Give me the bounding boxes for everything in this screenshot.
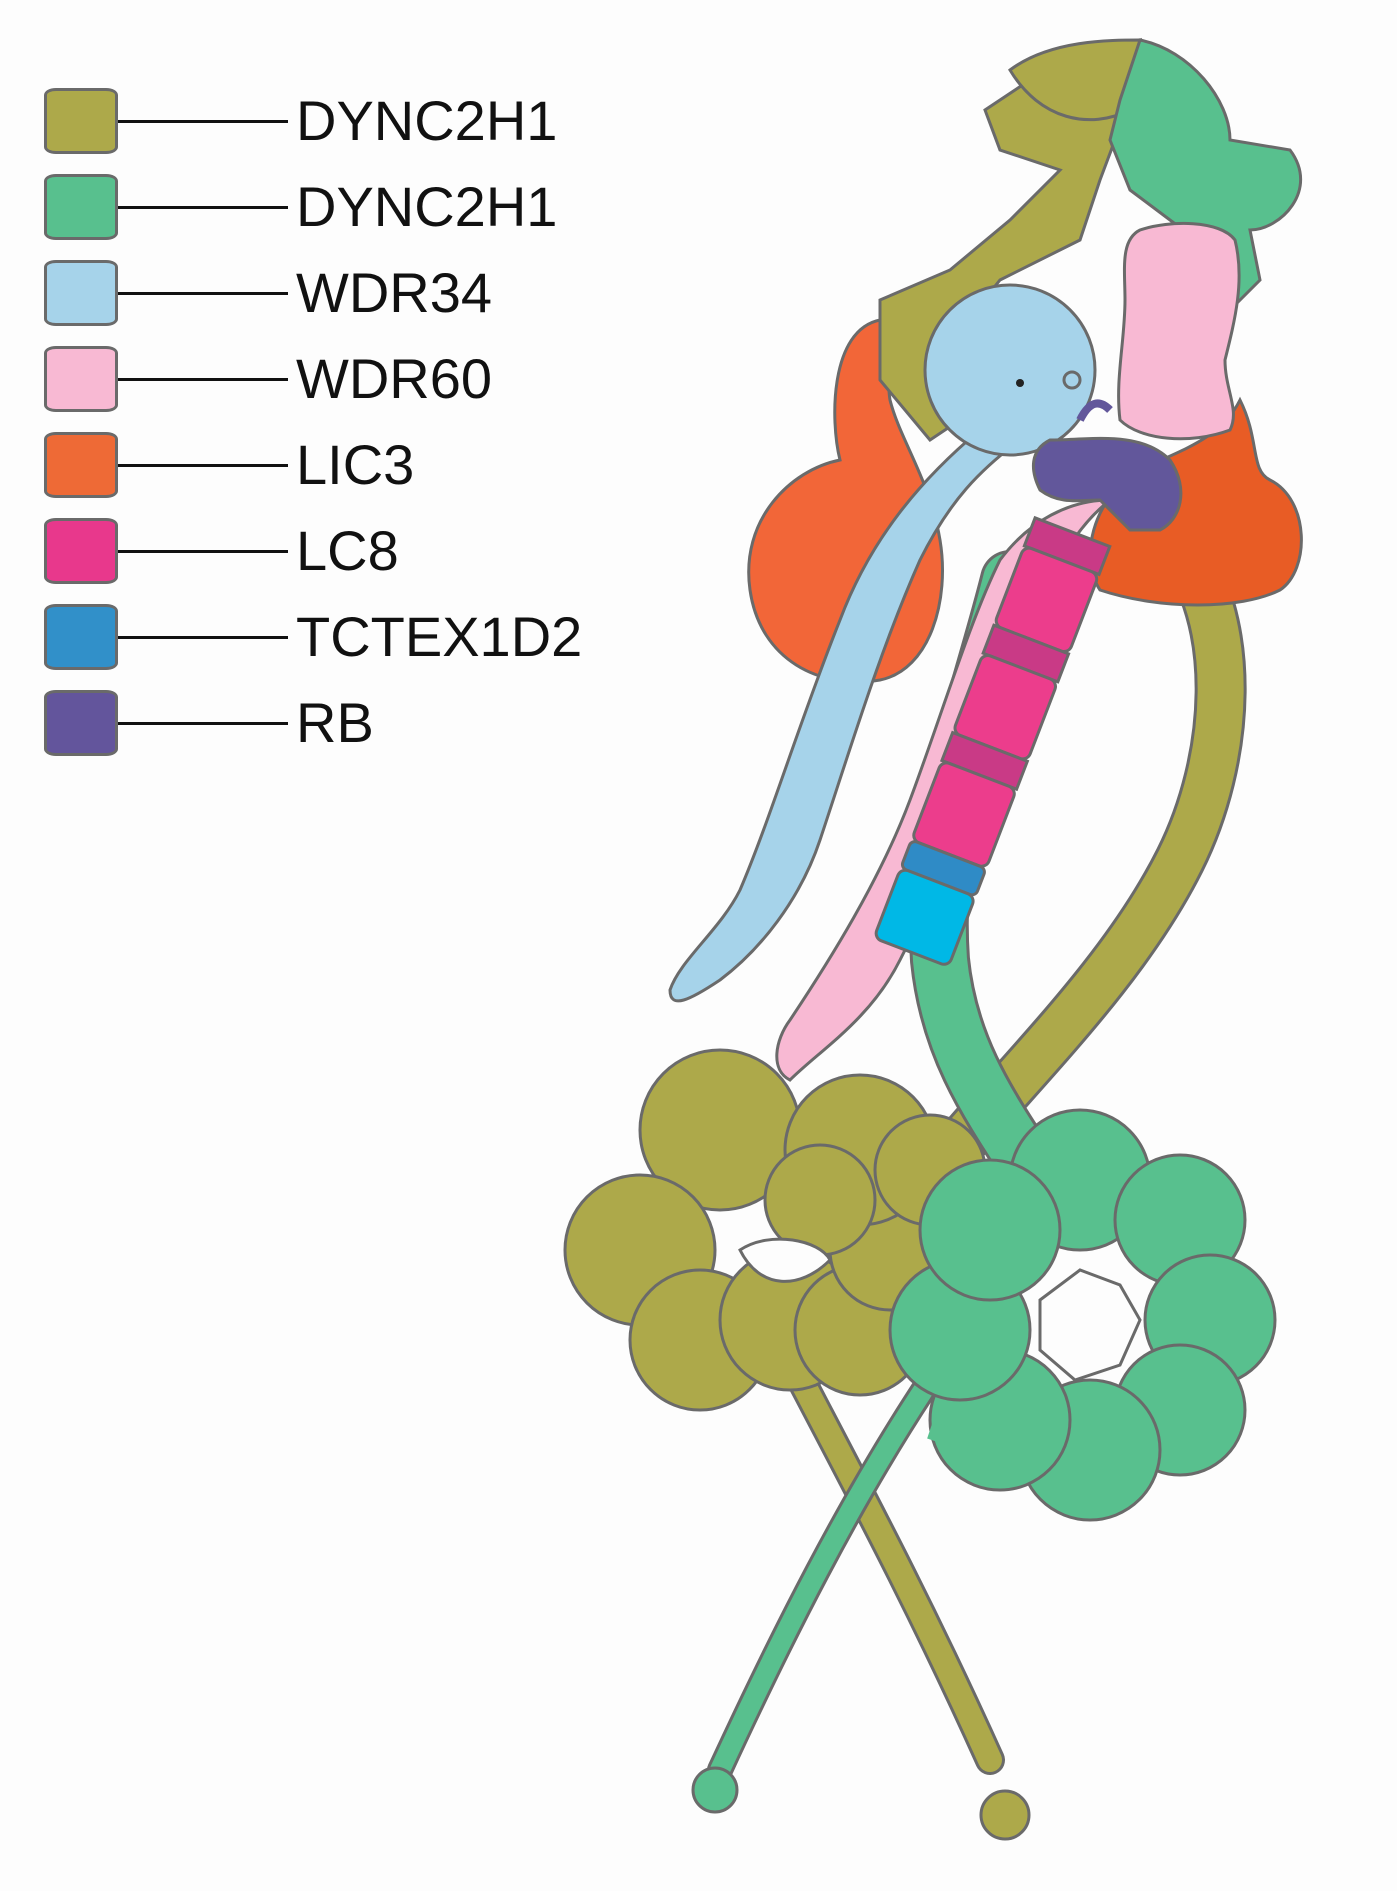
legend-leader-line	[118, 378, 288, 381]
legend-leader-line	[118, 120, 288, 123]
lic3-swatch	[44, 432, 118, 498]
light-chain-stack	[874, 515, 1112, 966]
legend-row: RB	[44, 686, 644, 772]
legend-row: DYNC2H1	[44, 84, 644, 170]
wdr34-long-chain	[668, 428, 1024, 1003]
wdr34-propeller	[923, 283, 1097, 457]
legend-label: DYNC2H1	[296, 175, 558, 238]
legend-leader-line	[118, 464, 288, 467]
legend-leader-line	[118, 206, 288, 209]
legend-leader-line	[118, 722, 288, 725]
wdr34-swatch	[44, 260, 118, 326]
lc8-swatch	[44, 518, 118, 584]
tctex1d2-swatch	[44, 604, 118, 670]
legend-label: RB	[296, 691, 374, 754]
wdr60-propeller	[1117, 222, 1241, 441]
legend-leader-line	[118, 292, 288, 295]
olive-ring-hole	[738, 1237, 832, 1283]
legend-leader-line	[118, 636, 288, 639]
legend-row: DYNC2H1	[44, 170, 644, 256]
legend-label: WDR60	[296, 347, 493, 410]
rb-strand	[1076, 399, 1113, 422]
legend-label: TCTEX1D2	[296, 605, 583, 668]
dync2h1-green-motor-ring	[888, 1108, 1277, 1522]
legend-label: LIC3	[296, 433, 415, 496]
green-tail-connector	[927, 1421, 1035, 1479]
legend-label: DYNC2H1	[296, 89, 558, 152]
legend-row: LIC3	[44, 428, 644, 514]
rb-swatch	[44, 690, 118, 756]
legend-label: LC8	[296, 519, 399, 582]
legend-row: LC8	[44, 514, 644, 600]
legend-label: WDR34	[296, 261, 493, 324]
legend-row: TCTEX1D2	[44, 600, 644, 686]
wdr60-swatch	[44, 346, 118, 412]
legend-row: WDR34	[44, 256, 644, 342]
dync2h1-green-swatch	[44, 174, 118, 240]
dync2h1-green-tail	[691, 1367, 943, 1814]
rb-subunit	[1031, 436, 1183, 532]
legend-row: WDR60	[44, 342, 644, 428]
green-ring-hole	[1038, 1268, 1142, 1382]
dync2h1-olive-swatch	[44, 88, 118, 154]
tctex1d2	[874, 868, 975, 966]
legend-leader-line	[118, 550, 288, 553]
